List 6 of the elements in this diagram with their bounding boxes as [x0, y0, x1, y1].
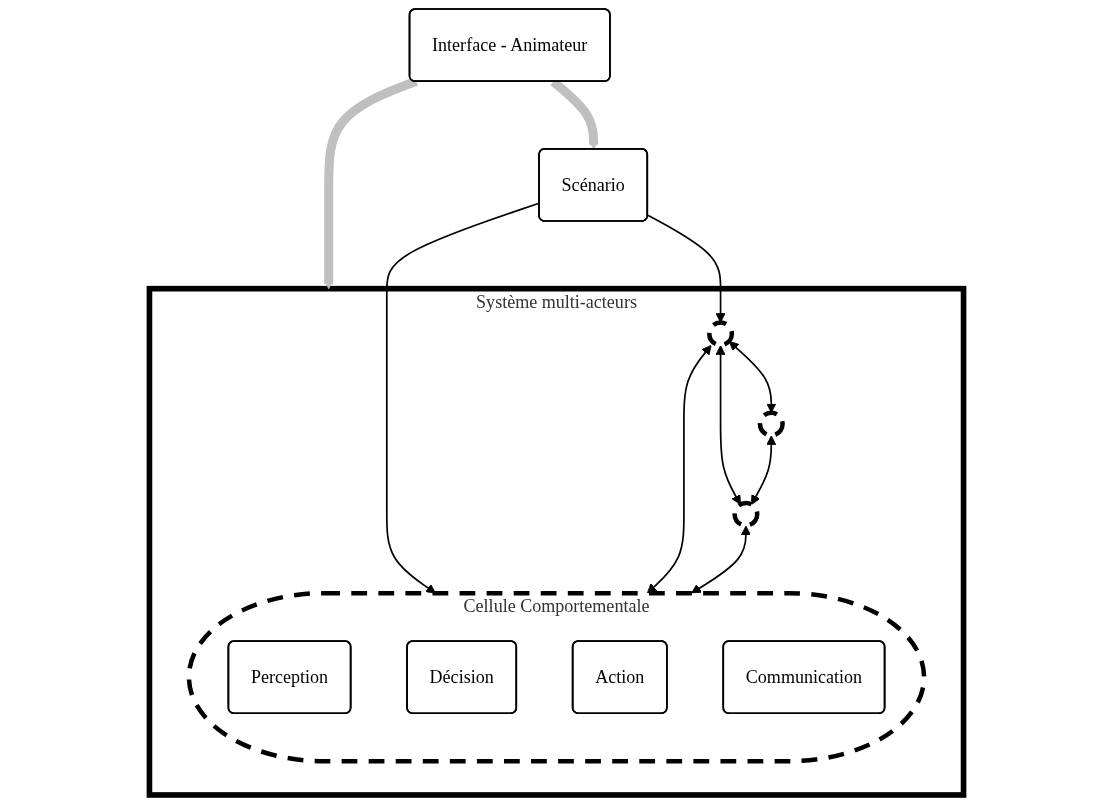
- arrow: [715, 345, 741, 505]
- arrow: [751, 435, 777, 505]
- node-circle: [757, 410, 785, 438]
- arrow: [323, 77, 418, 290]
- node-circle: [707, 320, 735, 348]
- node-circle: [732, 500, 760, 528]
